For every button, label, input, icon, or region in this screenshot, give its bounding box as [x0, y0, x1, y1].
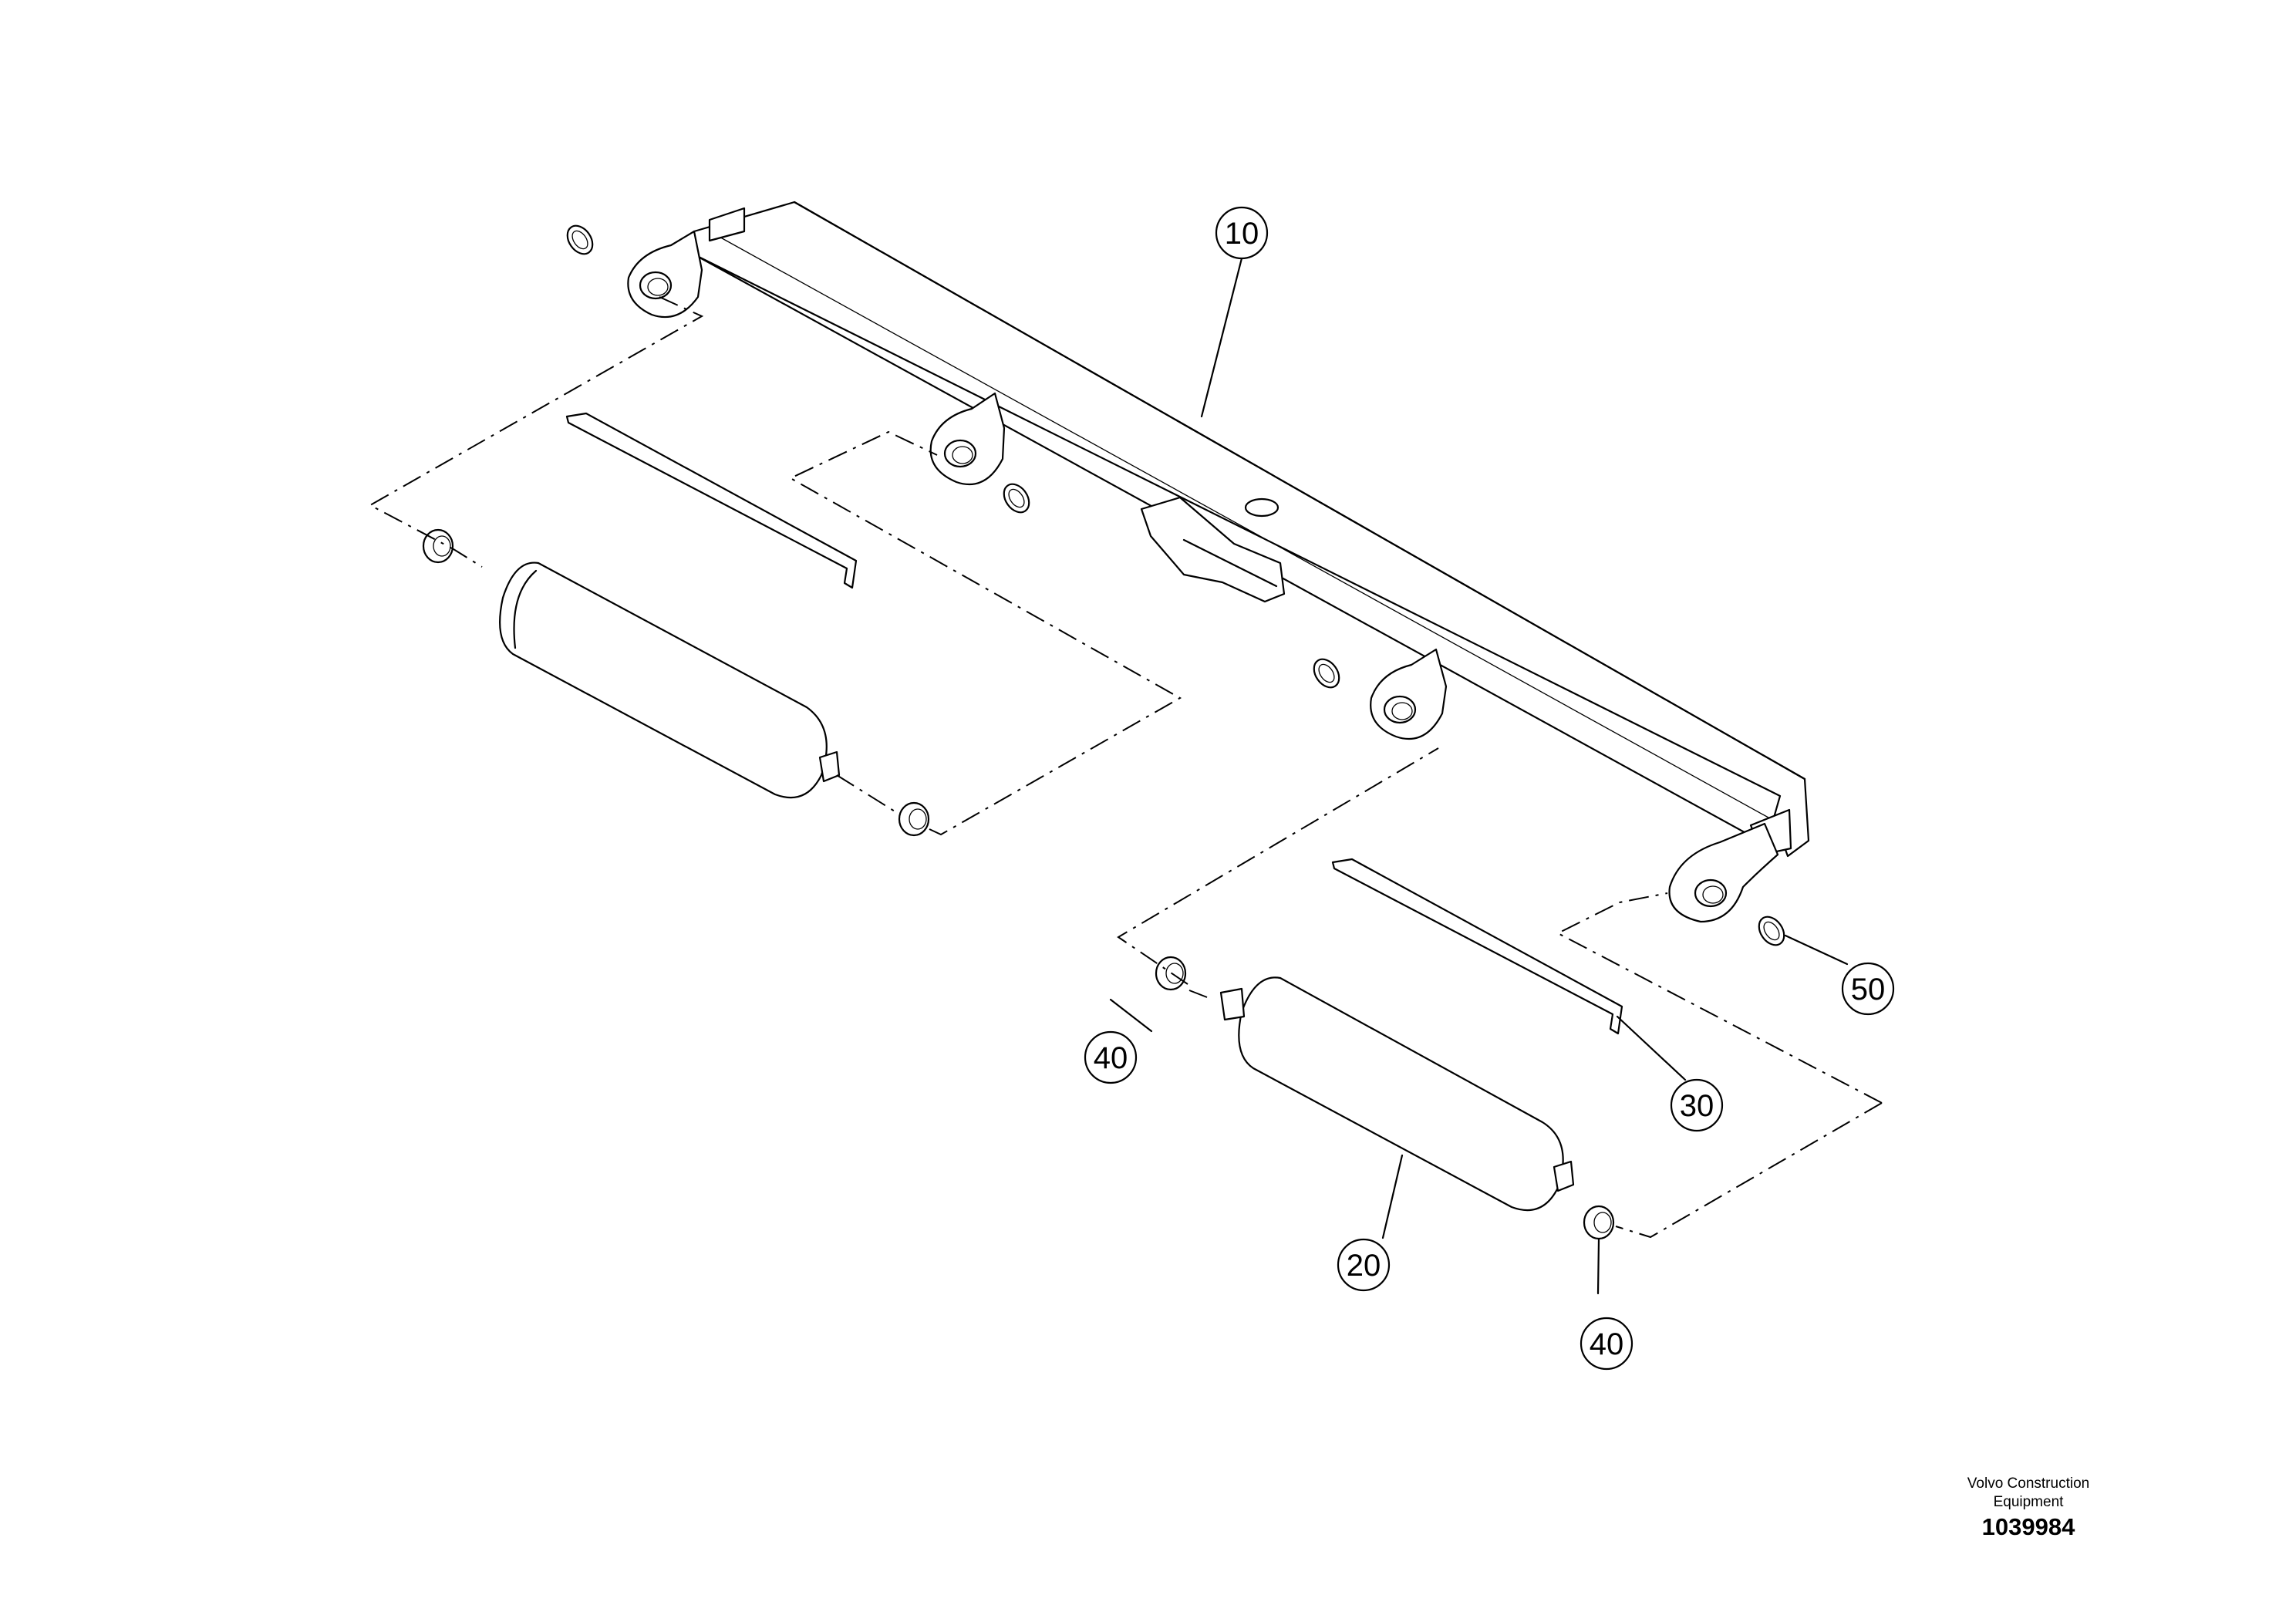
callout-label: 50 [1851, 973, 1886, 1007]
bushing [898, 801, 930, 837]
retaining-ring [1758, 916, 1785, 946]
main-beam [693, 201, 1810, 858]
callout-label: 10 [1225, 217, 1259, 251]
callout-50: 50 [1841, 962, 1895, 1016]
document-number: 1039984 [1981, 1513, 2075, 1540]
wear-strip [565, 412, 858, 589]
retaining-ring [1003, 483, 1030, 514]
mounting-lug [1370, 648, 1448, 740]
cylinder [1219, 976, 1575, 1212]
manufacturer-name: Volvo Construction Equipment [1944, 1475, 2113, 1512]
callout-40: 40 [1580, 1317, 1633, 1371]
retaining-ring [1313, 658, 1340, 689]
callout-label: 40 [1590, 1327, 1624, 1361]
callout-30: 30 [1670, 1078, 1724, 1132]
mounting-lug [929, 392, 1006, 486]
wear-strip [1331, 858, 1623, 1035]
manufacturer-line-2: Equipment [1993, 1494, 2064, 1510]
mounting-lug [1668, 822, 1779, 923]
bushing [1155, 956, 1187, 991]
bushing [1583, 1205, 1615, 1240]
callout-20: 20 [1337, 1238, 1391, 1292]
cylinder [499, 561, 841, 799]
callout-10: 10 [1215, 206, 1269, 260]
callout-40: 40 [1084, 1030, 1138, 1084]
callout-leaders [1109, 257, 1849, 1295]
retaining-ring [566, 224, 594, 255]
beam-bracket [1140, 496, 1286, 603]
mounting-lug [627, 230, 703, 319]
callout-label: 30 [1680, 1089, 1714, 1123]
callout-label: 40 [1094, 1041, 1128, 1075]
callout-label: 20 [1347, 1249, 1381, 1283]
manufacturer-line-1: Volvo Construction [1967, 1475, 2090, 1492]
assembly-guide-lines [368, 296, 1883, 1239]
